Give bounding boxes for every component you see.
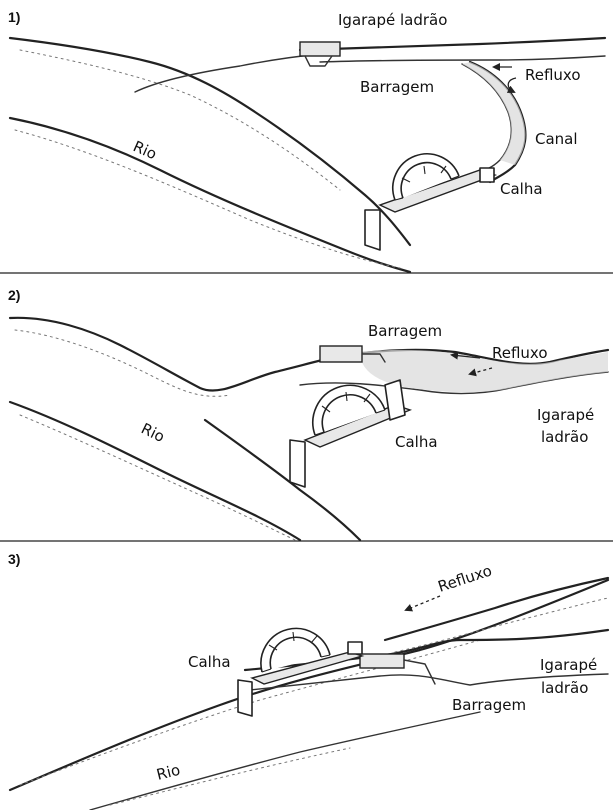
- panel-3-label-barragem: Barragem: [452, 696, 526, 714]
- panel-1-river-bank-upper: [10, 38, 410, 245]
- panel-3-bottom-texture: [110, 748, 350, 805]
- panel-1-calha-pier: [365, 210, 380, 250]
- panel-1-dam-spill: [305, 56, 332, 66]
- panel-1-label-canal: Canal: [535, 130, 578, 148]
- panel-1-far-bank: [300, 38, 605, 50]
- panel-1-inner-land-edge: [135, 54, 320, 92]
- panel-3-terrain: [10, 578, 608, 810]
- panel-3-far-bank: [385, 578, 608, 640]
- panel-2-calha-structure: [290, 380, 410, 487]
- panel-1-terrain: [10, 38, 605, 272]
- panel-3-label-refluxo: Refluxo: [436, 562, 494, 596]
- panel-2-label-igarape-line2: ladrão: [541, 428, 588, 446]
- panel-2-number: 2): [8, 287, 20, 303]
- panel-1-calha-structure: [365, 154, 495, 250]
- panel-3-refluxo-arrows: [406, 596, 440, 610]
- panel-2-label-barragem: Barragem: [368, 322, 442, 340]
- panel-1-label-barragem: Barragem: [360, 78, 434, 96]
- panel-3-label-calha: Calha: [188, 653, 231, 671]
- panel-3-river-bank-lower: [10, 580, 608, 790]
- panel-2-label-igarape-line1: Igarapé: [537, 406, 594, 424]
- panel-2-dam-block: [320, 346, 362, 362]
- panel-1-number: 1): [8, 9, 20, 25]
- panel-3-dam: [360, 654, 435, 684]
- panel-3-dam-block: [360, 654, 404, 668]
- panel-1-label-igarape: Igarapé ladrão: [338, 11, 447, 29]
- panel-3-number: 3): [8, 551, 20, 567]
- panel-3-dam-edge: [404, 660, 435, 684]
- panel-1-canal-water: [462, 62, 525, 165]
- panel-2: 2): [8, 287, 608, 540]
- panel-2-label-calha: Calha: [395, 433, 438, 451]
- panel-2-label-rio: Rio: [138, 419, 167, 446]
- panel-1-far-bank-inner: [320, 56, 605, 62]
- panel-2-upper-bank: [10, 318, 340, 391]
- panel-3: 3) R: [8, 551, 608, 810]
- panel-1-dam-block: [300, 42, 340, 56]
- panel-2-calha-pier: [290, 440, 305, 487]
- panel-3-refluxo-dashed-arrow: [406, 596, 440, 610]
- panel-2-label-refluxo: Refluxo: [492, 344, 548, 362]
- panel-3-label-rio: Rio: [155, 761, 182, 784]
- panel-1: 1): [8, 9, 605, 272]
- panel-1-label-refluxo: Refluxo: [525, 66, 581, 84]
- panel-3-bottom-bank: [90, 712, 480, 810]
- panel-3-calha-structure: [238, 628, 362, 716]
- panel-1-calha-box: [480, 168, 494, 182]
- panel-1-river-bank-lower: [10, 118, 410, 272]
- panel-3-label-igarape-line1: Igarapé: [540, 656, 597, 674]
- panel-1-label-calha: Calha: [500, 180, 543, 198]
- panel-3-label-igarape-line2: ladrão: [541, 679, 588, 697]
- panel-3-calha-pier: [238, 680, 252, 716]
- panel-3-calha-box: [348, 642, 362, 654]
- panel-1-label-rio: Rio: [130, 137, 159, 163]
- panel-1-lower-texture: [15, 130, 400, 268]
